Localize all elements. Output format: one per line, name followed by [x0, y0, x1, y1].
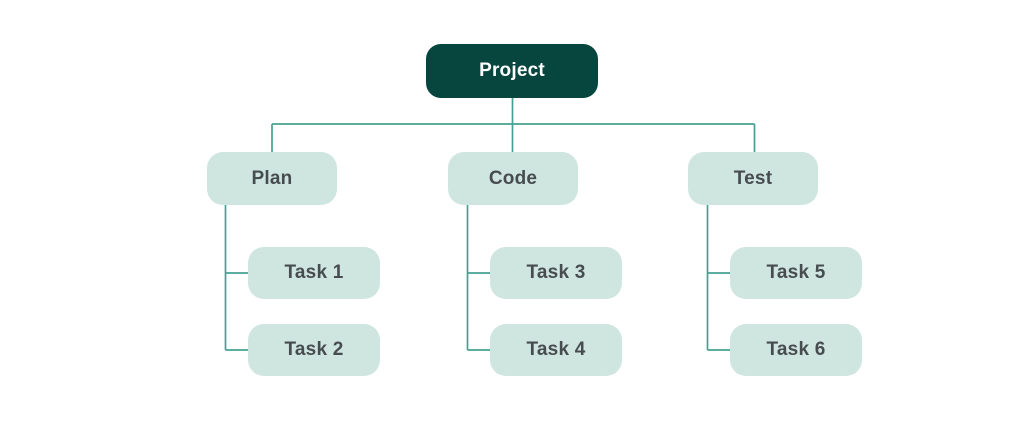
task-node-task-1: Task 1 — [248, 247, 380, 299]
task-node-task-3: Task 3 — [490, 247, 622, 299]
branch-node-plan: Plan — [207, 152, 337, 205]
branch-node-test: Test — [688, 152, 818, 205]
task-node-task-2: Task 2 — [248, 324, 380, 376]
root-node-project: Project — [426, 44, 598, 98]
task-node-task-4: Task 4 — [490, 324, 622, 376]
task-node-task-6: Task 6 — [730, 324, 862, 376]
task-node-task-5: Task 5 — [730, 247, 862, 299]
branch-node-code: Code — [448, 152, 578, 205]
